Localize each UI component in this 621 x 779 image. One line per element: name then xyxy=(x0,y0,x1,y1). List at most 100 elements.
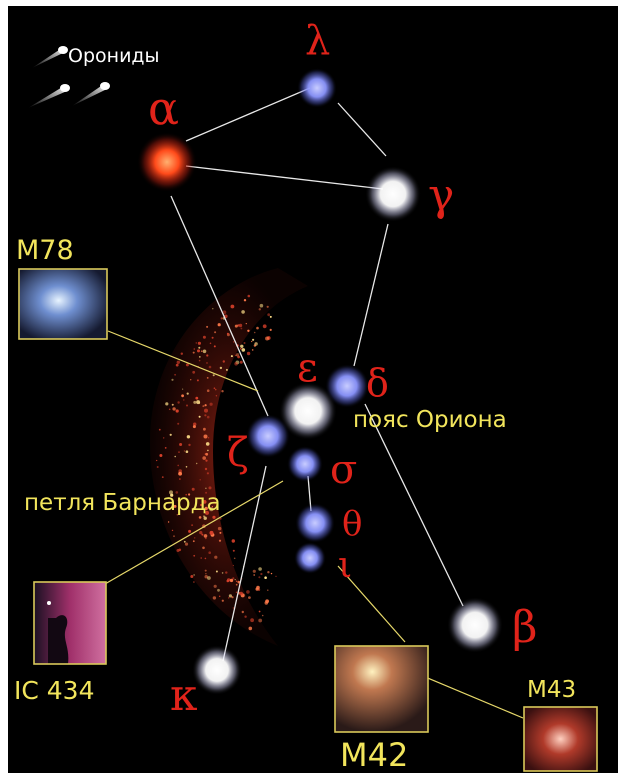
stars xyxy=(137,68,503,695)
nebula-speck xyxy=(200,503,203,507)
nebula-speck xyxy=(203,515,205,517)
nebula-speck xyxy=(221,390,224,393)
nebula-speck xyxy=(209,402,213,406)
star-alpha-betelgeuse xyxy=(137,132,197,192)
nebula-speck xyxy=(226,579,230,583)
nebula-speck xyxy=(206,389,210,393)
nebula-speck xyxy=(193,581,195,583)
star-lambda xyxy=(297,68,337,108)
nebula-speck xyxy=(185,466,188,468)
nebula-speck xyxy=(246,590,250,594)
nebula-speck xyxy=(248,626,253,631)
nebula-speck xyxy=(214,503,216,505)
thumbnail-m42 xyxy=(334,645,429,733)
nebula-speck xyxy=(259,303,264,308)
nebula-speck xyxy=(172,407,176,411)
nebula-speck xyxy=(178,548,182,552)
nebula-speck xyxy=(213,345,216,348)
belt-label: пояс Ориона xyxy=(353,407,507,433)
nebula-speck xyxy=(193,400,197,404)
nebula-speck xyxy=(206,472,209,475)
label-beta: β xyxy=(512,602,537,653)
nebula-speck xyxy=(190,379,192,381)
nebula-speck xyxy=(229,578,234,583)
nebula-speck xyxy=(156,466,159,468)
nebula-speck xyxy=(250,618,255,623)
nebula-speck xyxy=(235,580,238,582)
nebula-speck xyxy=(269,328,272,331)
nebula-speck xyxy=(230,304,235,309)
m42-label: M42 xyxy=(340,736,408,773)
nebula-speck xyxy=(204,414,207,417)
nebula-speck xyxy=(192,370,196,374)
nebula-speck xyxy=(225,571,228,574)
nebula-speck xyxy=(165,402,169,406)
label-lambda: λ xyxy=(305,18,330,64)
nebula-speck xyxy=(262,324,267,329)
label-iota: ι xyxy=(338,545,352,586)
nebula-speck xyxy=(209,342,212,345)
nebula-speck xyxy=(196,400,201,405)
nebula-speck xyxy=(198,356,201,358)
nebula-speck xyxy=(234,579,236,581)
nebula-speck xyxy=(205,510,209,515)
star-kappa-saiph xyxy=(192,645,242,695)
label-kappa: κ xyxy=(170,670,198,721)
nebula-speck xyxy=(205,459,208,462)
nebula-speck xyxy=(202,335,206,339)
nebula-speck xyxy=(234,324,238,328)
m43-label: M43 xyxy=(527,677,576,703)
thumbnail-m43 xyxy=(523,706,598,772)
nebula-speck xyxy=(167,521,170,523)
nebula-speck xyxy=(235,353,240,357)
meteor-icons xyxy=(28,46,110,108)
nebula-speck xyxy=(203,427,206,431)
nebula-speck xyxy=(185,450,189,454)
nebula-speck xyxy=(206,325,209,328)
nebula-speck xyxy=(174,455,176,458)
nebula-speck xyxy=(179,478,181,480)
nebula-speck xyxy=(171,529,174,532)
nebula-speck xyxy=(190,575,194,578)
nebula-speck xyxy=(198,346,201,349)
nebula-speck xyxy=(173,504,177,508)
nebula-speck xyxy=(198,359,201,362)
nebula-speck xyxy=(175,409,179,413)
pointer-lines xyxy=(104,330,524,719)
nebula-speck xyxy=(177,422,180,425)
nebula-speck xyxy=(202,349,207,354)
nebula-speck xyxy=(209,530,214,535)
nebula-speck xyxy=(270,572,273,575)
nebula-speck xyxy=(217,323,221,327)
nebula-speck xyxy=(184,542,189,546)
label-zeta: ζ xyxy=(227,430,249,476)
nebula-speck xyxy=(192,540,195,543)
nebula-speck xyxy=(204,537,207,540)
nebula-speck xyxy=(222,360,225,363)
nebula-speck xyxy=(218,539,222,542)
nebula-speck xyxy=(170,493,174,497)
nebula-speck xyxy=(255,587,259,591)
nebula-speck xyxy=(207,449,209,452)
nebula-speck xyxy=(247,294,251,298)
nebula-speck xyxy=(221,572,224,574)
nebula-speck xyxy=(158,428,161,431)
nebula-speck xyxy=(193,348,196,350)
nebula-speck xyxy=(205,491,208,494)
nebula-speck xyxy=(191,487,195,491)
thumbnail-m78 xyxy=(18,268,108,340)
nebula-speck xyxy=(171,403,174,406)
nebula-speck xyxy=(174,373,177,376)
nebula-speck xyxy=(201,533,204,536)
nebula-speck xyxy=(204,467,208,471)
nebula-speck xyxy=(175,491,179,494)
nebula-speck xyxy=(193,554,196,557)
nebula-speck xyxy=(215,395,218,397)
nebula-speck xyxy=(228,597,230,599)
nebula-speck xyxy=(211,506,213,508)
nebula-speck xyxy=(200,350,203,353)
nebula-speck xyxy=(183,540,186,543)
nebula-speck xyxy=(204,404,207,407)
nebula-speck xyxy=(235,591,238,593)
nebula-speck xyxy=(208,551,211,554)
